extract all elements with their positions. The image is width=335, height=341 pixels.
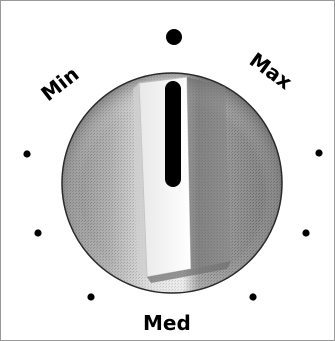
dial-tick-left-upper xyxy=(23,150,30,157)
dial-tick-right-upper xyxy=(315,149,322,156)
dial-tick-left-lower xyxy=(34,229,41,236)
dial-tick-right-lower xyxy=(302,229,309,236)
label-med: Med xyxy=(143,311,191,335)
dial-tick-top xyxy=(166,29,182,45)
dial-tick-bottom-left xyxy=(87,293,94,300)
dial-pointer xyxy=(165,81,181,187)
label-min: Min xyxy=(36,62,83,106)
dial-tick-bottom-right xyxy=(249,293,256,300)
label-max: Max xyxy=(245,48,297,95)
